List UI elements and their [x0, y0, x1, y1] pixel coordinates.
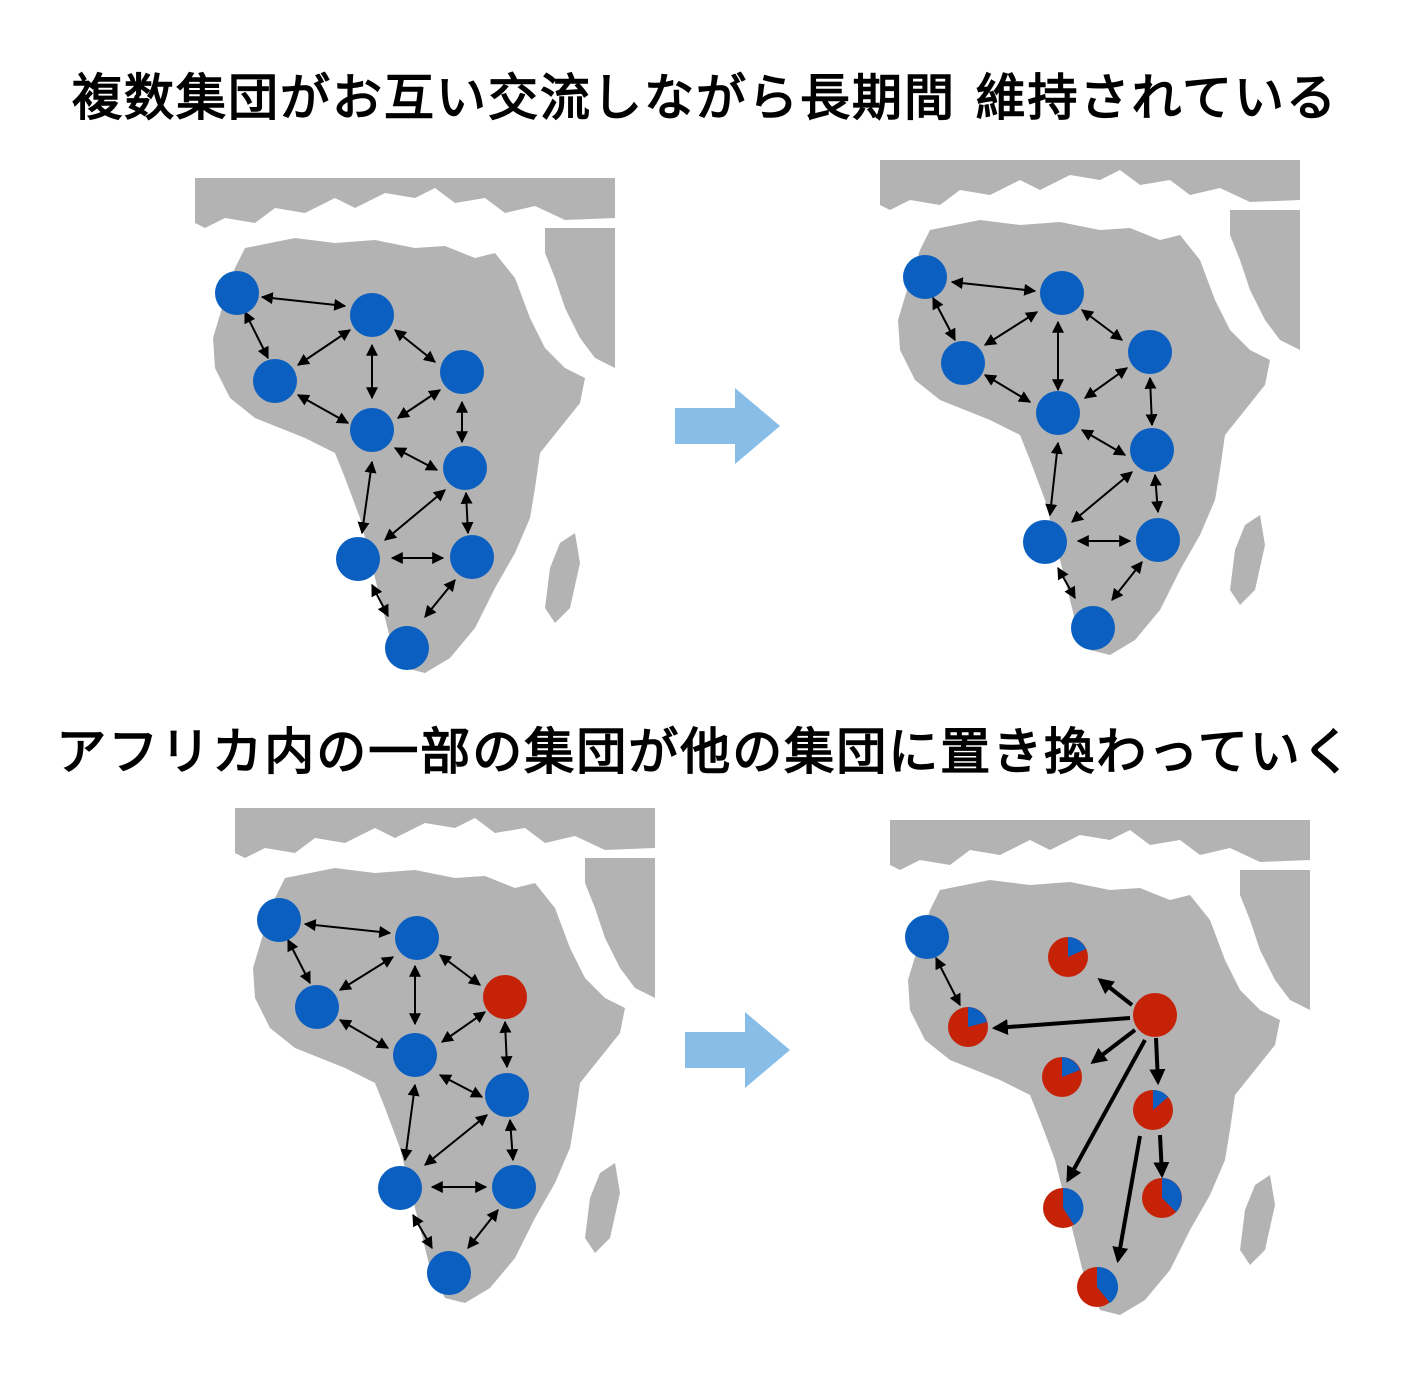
connector — [935, 956, 961, 1007]
population-circle-red — [1133, 993, 1177, 1037]
population-circle — [336, 537, 380, 581]
connector — [1045, 441, 1063, 517]
connector — [1080, 429, 1127, 456]
population-circle — [1036, 391, 1080, 435]
populations-panel-3 — [257, 898, 536, 1295]
connector — [439, 954, 481, 986]
population-circle — [440, 350, 484, 394]
populations-panel-4 — [905, 915, 1182, 1307]
connectors-panel-1 — [244, 292, 474, 618]
connector — [244, 310, 269, 360]
population-circle — [941, 341, 985, 385]
connectors-panel-2 — [932, 277, 1164, 601]
population-circle — [427, 1251, 471, 1295]
population-circle — [385, 626, 429, 670]
connector — [424, 579, 456, 618]
population-circle — [450, 535, 494, 579]
population-circle-red — [483, 975, 527, 1019]
connector — [950, 277, 1037, 296]
connector — [394, 329, 436, 363]
populations-panel-1 — [215, 271, 494, 670]
connector — [460, 491, 474, 535]
connector — [983, 311, 1039, 346]
population-circle — [350, 408, 394, 452]
connector — [1081, 309, 1123, 341]
heading-replacement: アフリカ内の一部の集団が他の集団に置き換わっていく — [56, 723, 1354, 781]
pie-chart-population — [1077, 1266, 1119, 1307]
connector — [438, 1074, 484, 1098]
population-circle — [1023, 520, 1067, 564]
population-circle — [257, 898, 301, 942]
transition-arrow-top — [675, 388, 780, 464]
connector — [400, 1083, 420, 1162]
population-circle — [350, 293, 394, 337]
connector — [412, 1213, 433, 1250]
connector — [338, 1019, 390, 1049]
pie-chart-population — [1048, 937, 1088, 977]
migration-arrow — [1153, 1134, 1170, 1179]
connector — [1144, 376, 1158, 427]
connector — [1057, 566, 1076, 600]
population-circle — [492, 1165, 536, 1209]
population-circle — [485, 1073, 529, 1117]
pie-chart-population — [1043, 1187, 1084, 1228]
migration-arrow — [1112, 1135, 1142, 1264]
migration-arrow — [991, 1016, 1131, 1036]
migration-arrow — [1090, 1028, 1137, 1064]
africa-map-panel-2 — [880, 160, 1300, 655]
africa-map-panel-3 — [235, 808, 655, 1303]
connector — [1149, 473, 1164, 514]
connector — [467, 1209, 499, 1249]
connector — [297, 329, 351, 366]
connector — [371, 583, 389, 618]
migration-arrow — [1097, 978, 1134, 1007]
connectors-panel-4 — [935, 956, 1170, 1264]
pie-chart-population — [1042, 1057, 1082, 1097]
connector — [338, 956, 395, 991]
connector — [287, 938, 311, 985]
connector — [303, 919, 392, 938]
population-circle — [1040, 271, 1084, 315]
population-circle — [905, 915, 949, 959]
connector — [424, 1114, 488, 1166]
connectors-panel-3 — [287, 919, 519, 1250]
population-circle — [253, 359, 297, 403]
africa-map-panel-1 — [195, 178, 615, 673]
connector — [1071, 471, 1133, 523]
populations-panel-2 — [903, 255, 1180, 650]
population-circle — [1130, 428, 1174, 472]
population-circle — [1128, 330, 1172, 374]
heading-long-term-exchange: 複数集団がお互い交流しながら長期間 維持されている — [72, 69, 1338, 127]
population-circle — [378, 1166, 422, 1210]
pie-chart-population — [1133, 1090, 1173, 1130]
pie-chart-population — [1142, 1178, 1182, 1218]
population-circle — [443, 446, 487, 490]
connector — [384, 489, 446, 541]
connector — [1111, 561, 1143, 601]
connector — [1084, 367, 1128, 399]
migration-arrow — [1066, 1039, 1147, 1183]
connector — [397, 389, 441, 419]
population-circle — [1136, 518, 1180, 562]
population-circle — [393, 1033, 437, 1077]
connector — [983, 374, 1032, 403]
migration-arrow — [1149, 1037, 1166, 1086]
connector — [357, 460, 377, 535]
connector — [504, 1118, 519, 1162]
population-circle — [215, 271, 259, 315]
population-circle — [395, 916, 439, 960]
population-circle — [295, 985, 339, 1029]
africa-map-panel-4 — [890, 820, 1310, 1315]
connector — [441, 1011, 486, 1043]
population-circle — [1071, 606, 1115, 650]
pie-chart-population — [948, 1007, 988, 1047]
transition-arrow-bottom — [685, 1012, 790, 1088]
population-circle — [903, 255, 947, 299]
connector — [260, 292, 347, 311]
connector — [296, 394, 350, 424]
connector — [499, 1020, 513, 1069]
connector — [393, 447, 439, 471]
connector — [932, 296, 956, 342]
